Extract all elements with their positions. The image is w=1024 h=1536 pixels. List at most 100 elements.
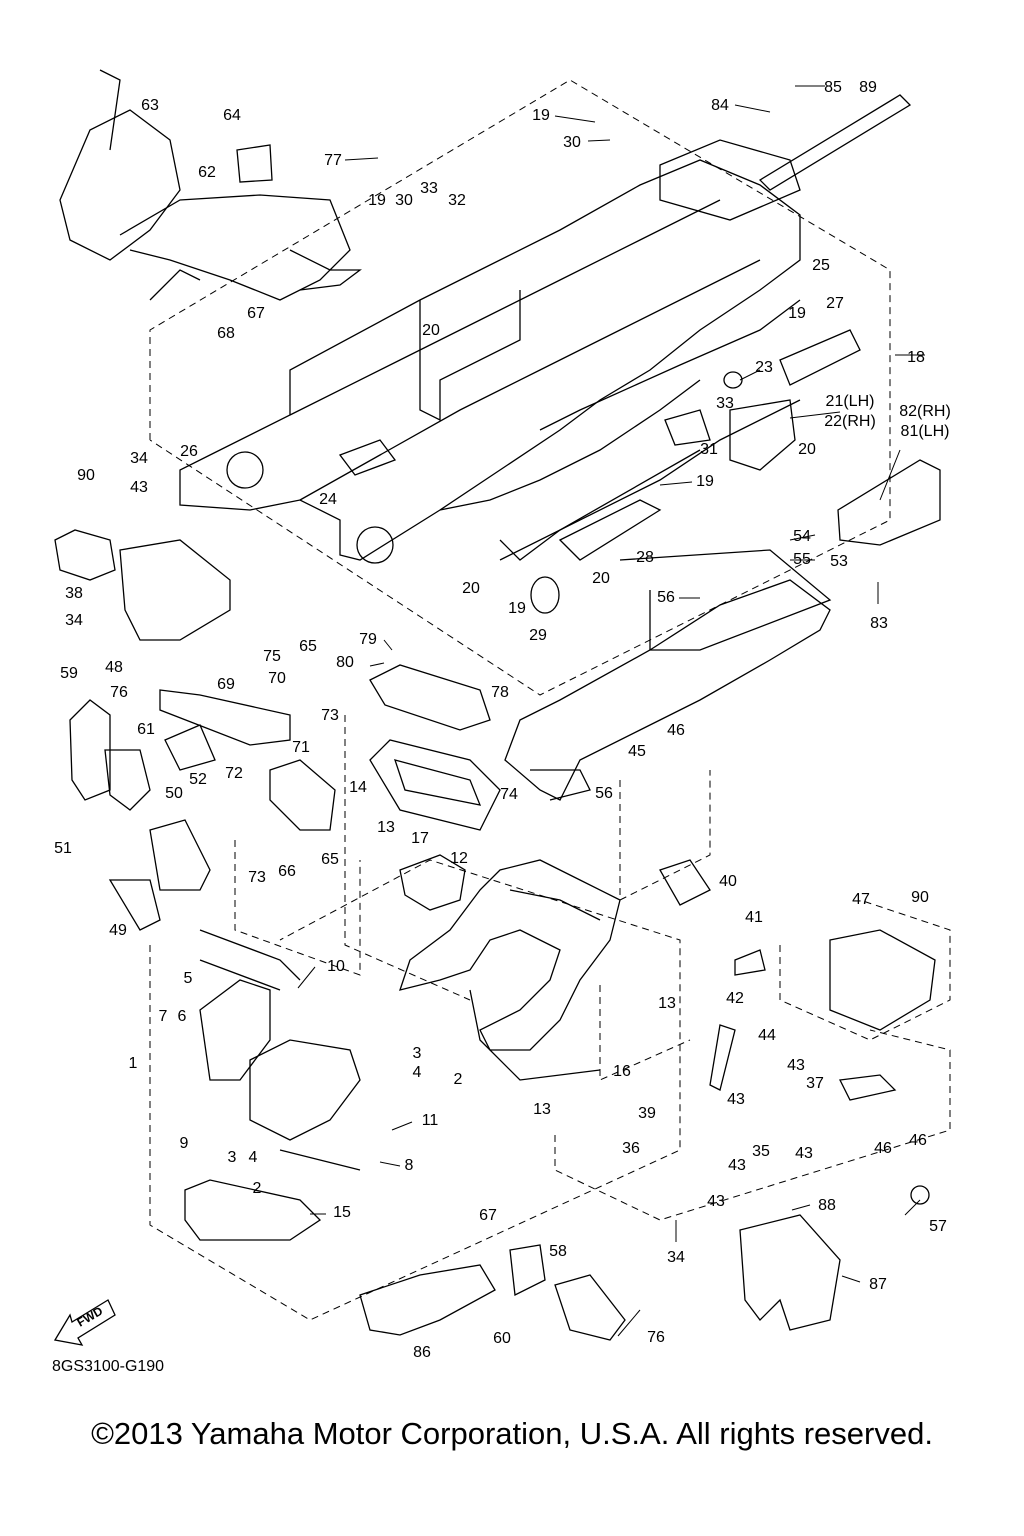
callout-c8: 8 (405, 1157, 414, 1174)
callout-c12: 12 (450, 850, 468, 867)
callout-c52: 52 (189, 771, 207, 788)
callout-c67a: 67 (247, 305, 265, 322)
callout-c41: 41 (745, 909, 763, 926)
callout-c15: 15 (333, 1204, 351, 1221)
callout-c20b: 20 (422, 322, 440, 339)
callout-c1: 1 (129, 1055, 138, 1072)
callout-c3a: 3 (413, 1045, 422, 1062)
callout-c88: 88 (818, 1197, 836, 1214)
callout-c32: 32 (448, 192, 466, 209)
callout-c66: 66 (278, 863, 296, 880)
callout-c78: 78 (491, 684, 509, 701)
callout-c10: 10 (327, 958, 345, 975)
callout-c64: 64 (223, 107, 241, 124)
callout-c40: 40 (719, 873, 737, 890)
callout-c48: 48 (105, 659, 123, 676)
callout-c87: 87 (869, 1276, 887, 1293)
callout-c33a: 33 (420, 180, 438, 197)
callout-c31: 31 (700, 441, 718, 458)
callout-c61: 61 (137, 721, 155, 738)
callout-c76b: 76 (647, 1329, 665, 1346)
callout-c45: 45 (628, 743, 646, 760)
callout-c69: 69 (217, 676, 235, 693)
callout-c13a: 13 (377, 819, 395, 836)
callout-c57: 57 (929, 1218, 947, 1235)
callout-c16: 16 (613, 1063, 631, 1080)
callout-c38: 38 (65, 585, 83, 602)
callout-c43e: 43 (795, 1145, 813, 1162)
callout-c34a: 34 (130, 450, 148, 467)
callout-c11: 11 (422, 1112, 439, 1129)
callout-c56a: 56 (657, 589, 675, 606)
callout-c34b: 34 (65, 612, 83, 629)
dashed-group-boxes (149, 79, 951, 1321)
callout-c13b: 13 (658, 995, 676, 1012)
callout-c30a: 30 (563, 134, 581, 151)
callout-c65a: 65 (299, 638, 317, 655)
callout-c53: 53 (830, 553, 848, 570)
callout-c19e: 19 (508, 600, 526, 617)
callout-c2a: 2 (454, 1071, 463, 1088)
callout-c29: 29 (529, 627, 547, 644)
callout-c56b: 56 (595, 785, 613, 802)
callout-c46a: 46 (667, 722, 685, 739)
callout-c23: 23 (755, 359, 773, 376)
callout-c83: 83 (870, 615, 888, 632)
callout-c3b: 3 (228, 1149, 237, 1166)
callout-c22: 22(RH) (824, 413, 876, 430)
callout-c19b: 19 (368, 192, 386, 209)
callout-c5: 5 (184, 970, 193, 987)
callout-c19a: 19 (532, 107, 550, 124)
callout-c90b: 90 (911, 889, 929, 906)
callout-c65b: 65 (321, 851, 339, 868)
callout-c36: 36 (622, 1140, 640, 1157)
callout-c33b: 33 (716, 395, 734, 412)
callout-c47: 47 (852, 891, 870, 908)
callout-c4a: 4 (413, 1064, 422, 1081)
callout-c67b: 67 (479, 1207, 497, 1224)
callout-c68: 68 (217, 325, 235, 342)
callout-c43d: 43 (728, 1157, 746, 1174)
callout-c25: 25 (812, 257, 830, 274)
callout-c81: 81(LH) (901, 423, 950, 440)
callout-c85: 85 (824, 79, 842, 96)
callout-c44: 44 (758, 1027, 776, 1044)
callout-c46b: 46 (874, 1140, 892, 1157)
callout-c82: 82(RH) (899, 403, 951, 420)
callout-c43b: 43 (787, 1057, 805, 1074)
callout-c9: 9 (180, 1135, 189, 1152)
callout-c75: 75 (263, 648, 281, 665)
callout-c35: 35 (752, 1143, 770, 1160)
callout-c39: 39 (638, 1105, 656, 1122)
callout-c13c: 13 (533, 1101, 551, 1118)
callout-c20c: 20 (462, 580, 480, 597)
callout-c73b: 73 (248, 869, 266, 886)
callout-c76a: 76 (110, 684, 128, 701)
callout-c2b: 2 (253, 1180, 262, 1197)
callout-c24: 24 (319, 491, 337, 508)
callout-c27: 27 (826, 295, 844, 312)
callout-c80: 80 (336, 654, 354, 671)
callout-c20a: 20 (798, 441, 816, 458)
callout-c59: 59 (60, 665, 78, 682)
fwd-label: FWD (75, 1304, 106, 1330)
callout-c37: 37 (806, 1075, 824, 1092)
callout-c51: 51 (54, 840, 72, 857)
callout-c19c: 19 (788, 305, 806, 322)
callout-c62: 62 (198, 164, 216, 181)
leader-lines (297, 85, 925, 1337)
callout-c6: 6 (178, 1008, 187, 1025)
callout-c79: 79 (359, 631, 377, 648)
callout-c43f: 43 (707, 1193, 725, 1210)
callout-c77: 77 (324, 152, 342, 169)
callout-c7: 7 (159, 1008, 168, 1025)
callout-c43c: 43 (727, 1091, 745, 1108)
callout-c49: 49 (109, 922, 127, 939)
callout-c54: 54 (793, 528, 811, 545)
callout-c63: 63 (141, 97, 159, 114)
callout-c72: 72 (225, 765, 243, 782)
frame-linework (53, 69, 941, 1346)
callout-c21: 21(LH) (826, 393, 875, 410)
callout-c4b: 4 (249, 1149, 258, 1166)
